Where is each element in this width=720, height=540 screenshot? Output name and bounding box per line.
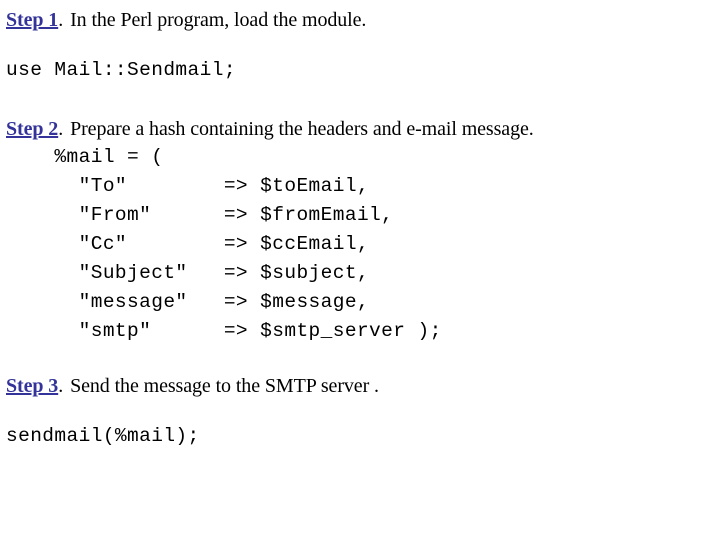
code-hash-entry-from: "From" => $fromEmail,: [6, 204, 394, 226]
step-2-text: Prepare a hash containing the headers an…: [70, 118, 534, 140]
step-2-punct: .: [58, 118, 64, 140]
step-2-label: Step 2: [6, 118, 59, 140]
step-1-line: Step 1. In the Perl program, load the mod…: [6, 6, 720, 34]
code-hash-entry-subject: "Subject" => $subject,: [6, 262, 370, 284]
step-1-punct: .: [58, 9, 64, 31]
step-3-text: Send the message to the SMTP server .: [70, 375, 379, 397]
code-send-call: sendmail(%mail);: [6, 425, 200, 447]
spacer-after-step-1: [6, 34, 720, 56]
code-hash-entry-message: "message" => $message,: [6, 291, 370, 313]
step-3-line: Step 3. Send the message to the SMTP serv…: [6, 372, 720, 400]
step-2-line: Step 2. Prepare a hash containing the hea…: [6, 115, 720, 143]
spacer-before-step-2: [6, 85, 720, 115]
code-hash-entry-cc: "Cc" => $ccEmail,: [6, 233, 370, 255]
step-3-punct: .: [58, 375, 64, 397]
code-hash-entry-smtp: "smtp" => $smtp_server );: [6, 320, 442, 342]
spacer-after-step-3: [6, 400, 720, 422]
step-1-text: In the Perl program, load the module.: [70, 9, 367, 31]
spacer-before-step-3: [6, 346, 720, 372]
code-hash-open: %mail = (: [6, 146, 164, 168]
code-use-module: use Mail::Sendmail;: [6, 59, 236, 81]
code-hash-entry-to: "To" => $toEmail,: [6, 175, 370, 197]
step-3-label: Step 3: [6, 375, 59, 397]
step-1-label: Step 1: [6, 9, 59, 31]
